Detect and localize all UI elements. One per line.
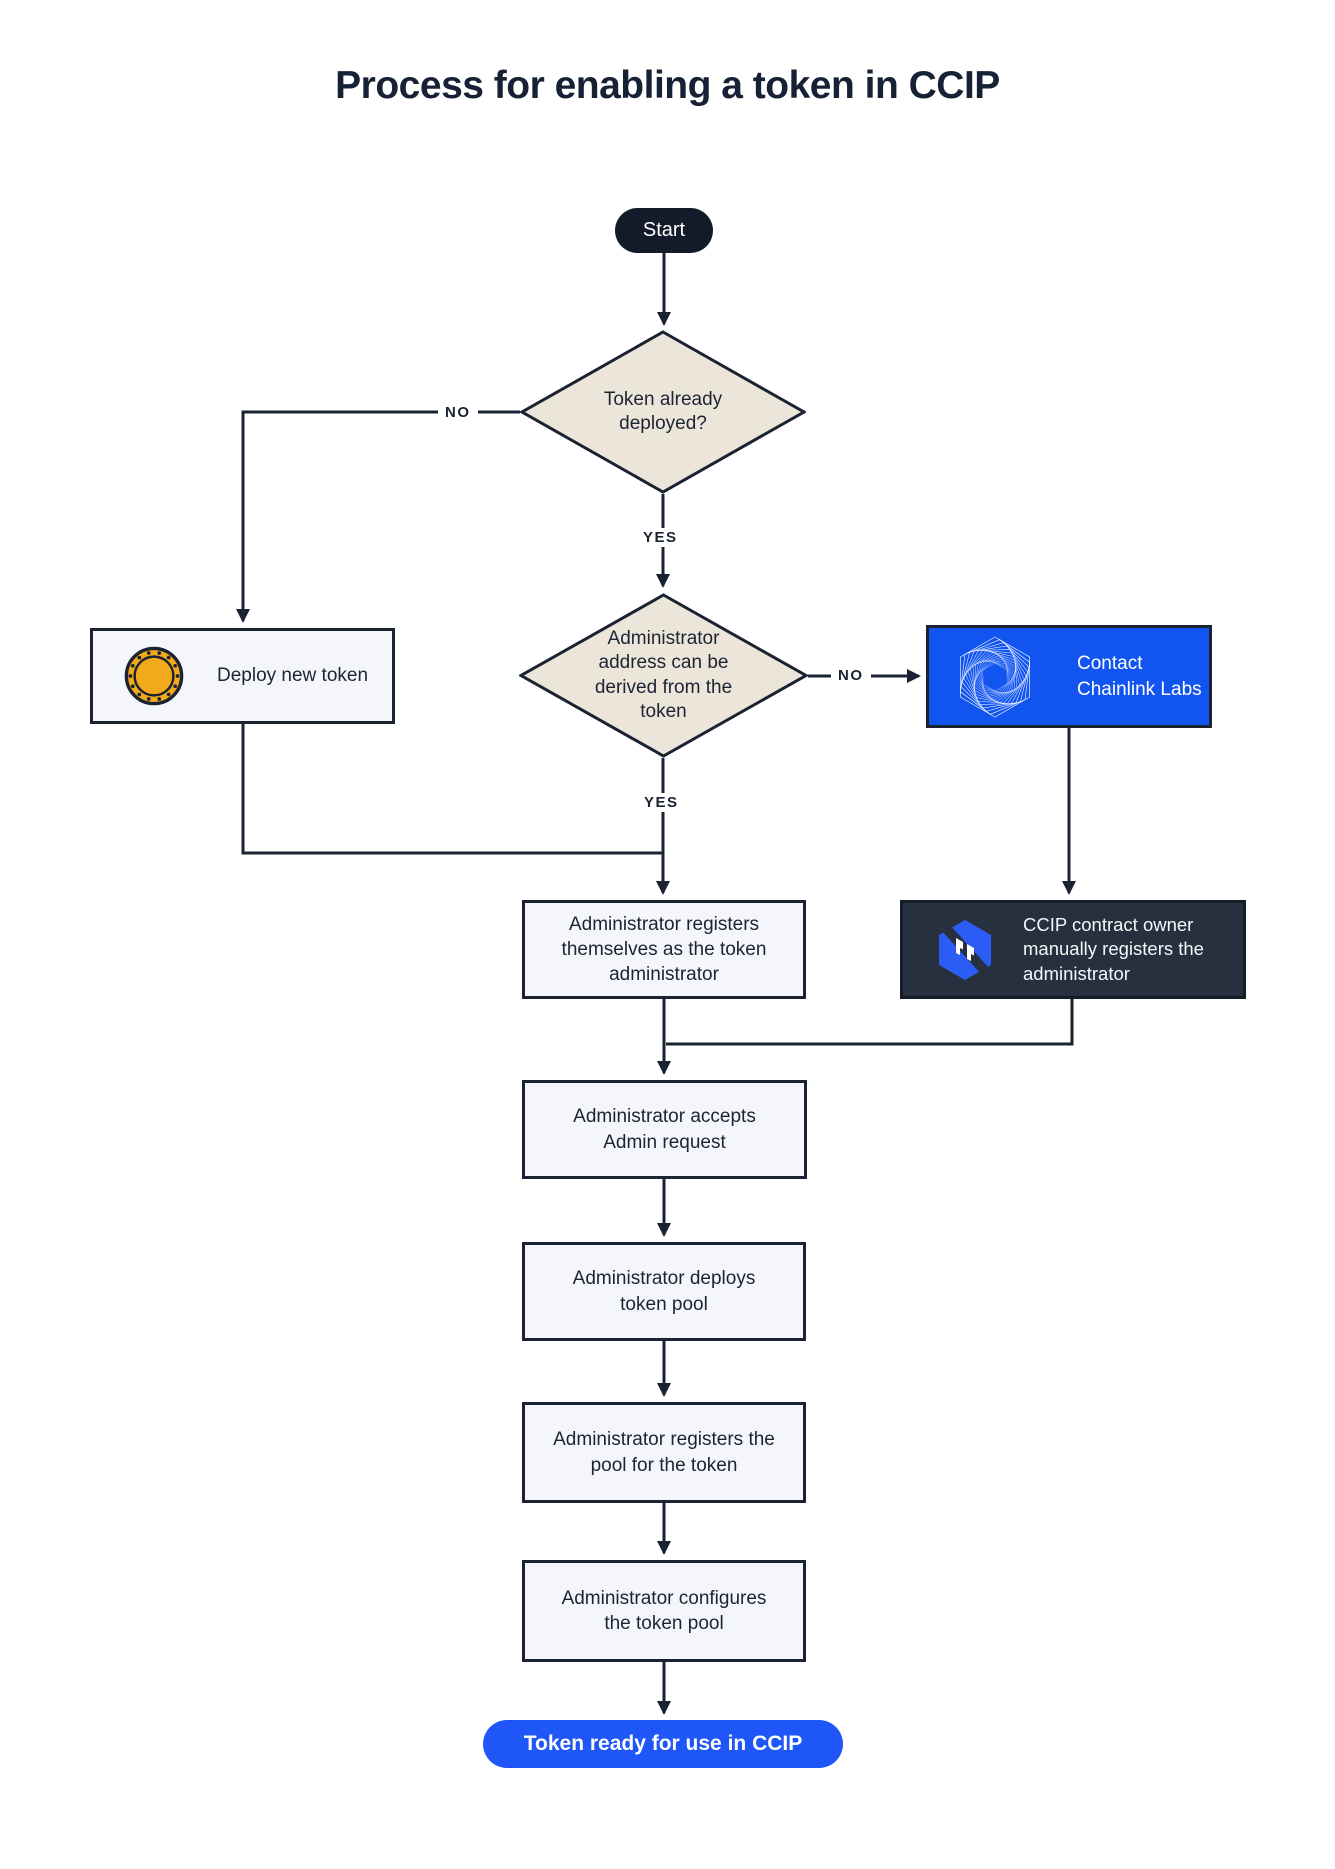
branch-label-no-1: NO — [438, 403, 478, 422]
deploy-new-token-node: Deploy new token — [90, 628, 395, 724]
admin-configures-pool-node: Administrator configures the token pool — [522, 1560, 806, 1662]
ccip-owner-label: CCIP contract owner manually registers t… — [1023, 914, 1204, 984]
branch-label-yes-1: YES — [636, 528, 685, 547]
admin-configures-pool-label: Administrator configures the token pool — [561, 1587, 767, 1634]
start-node: Start — [615, 208, 713, 253]
connector-d1-no-deploy — [236, 410, 520, 623]
connector-deploy-merge — [241, 724, 663, 855]
connector-darkbox-merge — [666, 999, 1074, 1046]
ccip-owner-node: CCIP contract owner manually registers t… — [900, 900, 1246, 999]
deploy-new-token-label: Deploy new token — [217, 665, 369, 687]
admin-accepts-label: Administrator accepts Admin request — [573, 1106, 756, 1153]
ccip-logo — [939, 919, 991, 980]
end-label: Token ready for use in CCIP — [523, 1732, 803, 1755]
chainlink-labs-logo — [960, 636, 1030, 717]
decision-token-deployed: Token already deployed? — [520, 330, 806, 494]
branch-label-yes-2: YES — [637, 793, 686, 812]
token-coin-icon — [124, 646, 184, 706]
branch-label-no-2: NO — [831, 666, 871, 685]
admin-registers-self-label: Administrator registers themselves as th… — [561, 913, 767, 986]
admin-registers-self-node: Administrator registers themselves as th… — [522, 900, 806, 999]
admin-registers-pool-node: Administrator registers the pool for the… — [522, 1402, 806, 1503]
end-node: Token ready for use in CCIP — [483, 1720, 843, 1768]
decision-admin-derivable-label: Administrator address can be derived fro… — [594, 627, 733, 722]
decision-admin-derivable: Administrator address can be derived fro… — [519, 593, 808, 758]
admin-accepts-node: Administrator accepts Admin request — [522, 1080, 807, 1179]
admin-deploys-pool-label: Administrator deploys token pool — [572, 1268, 756, 1315]
contact-chainlink-node: Contact Chainlink Labs — [926, 625, 1212, 728]
admin-deploys-pool-node: Administrator deploys token pool — [522, 1242, 806, 1341]
diamond-shape — [520, 330, 806, 494]
start-label: Start — [642, 219, 686, 241]
contact-chainlink-label: Contact Chainlink Labs — [1077, 652, 1202, 700]
diamond-shape — [519, 593, 808, 758]
decision-token-deployed-label: Token already deployed? — [603, 388, 723, 434]
admin-registers-pool-label: Administrator registers the pool for the… — [553, 1429, 775, 1476]
page-title: Process for enabling a token in CCIP — [335, 64, 1000, 107]
